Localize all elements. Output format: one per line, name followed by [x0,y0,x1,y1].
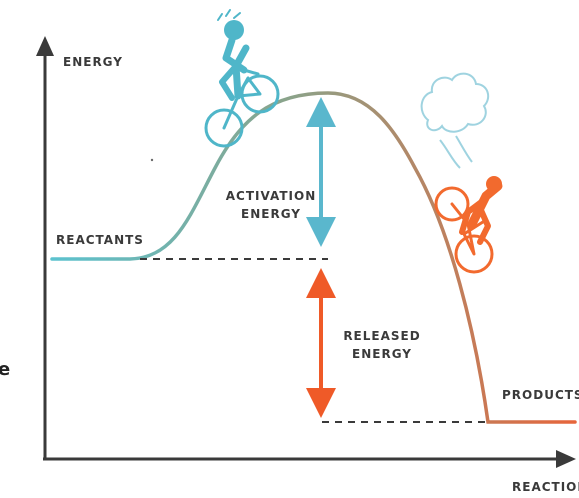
released-energy-label-line2: ENERGY [352,347,412,361]
activation-arrow-up-head [306,97,336,127]
activation-energy-label-line1: ACTIVATION [226,189,316,203]
y-axis-arrowhead [36,36,54,56]
speck-mark [150,158,154,162]
activation-arrow-down-head [306,217,336,247]
released-arrow-shaft [319,296,323,392]
x-axis-label: REACTION [512,480,579,493]
activation-energy-label-line2: ENERGY [241,207,301,221]
released-energy-arrow [306,268,336,418]
downhill-cyclist-icon [434,176,503,274]
released-arrow-down-head [306,388,336,418]
released-energy-label-line1: RELEASED [343,329,420,343]
reactants-label: REACTANTS [56,233,144,247]
y-axis-label: ENERGY [63,55,123,69]
released-arrow-up-head [306,268,336,298]
activation-energy-arrow [306,97,336,247]
energy-curve [50,91,577,424]
exhale-cloud-icon [420,72,490,169]
activation-arrow-shaft [319,125,323,219]
uphill-cyclist-icon [204,9,280,148]
axes [36,36,576,468]
products-label: PRODUCTS [502,388,579,402]
left-edge-text-fragment: e [0,359,10,380]
x-axis-arrowhead [556,450,576,468]
